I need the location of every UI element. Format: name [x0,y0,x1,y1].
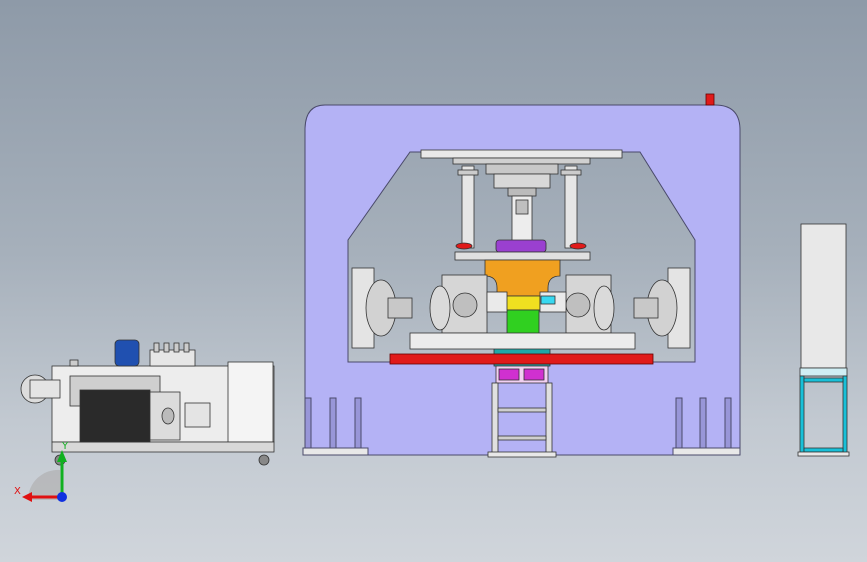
y-axis-label: Y [62,441,69,452]
emergency-stop-icon [705,93,715,106]
coordinate-triad [22,450,67,502]
red-base-plate [389,353,654,365]
hydraulic-unit [20,339,275,466]
y-axis-arrow-icon [57,450,67,462]
z-axis-dot-icon [57,492,67,502]
control-cabinet [797,223,850,457]
x-axis-arrow-icon [22,492,32,502]
side-chucks [351,267,691,350]
x-axis-label: X [14,486,21,497]
central-fixture [441,259,612,367]
crosshead [420,149,623,261]
portal-frame [302,104,741,456]
front-stand [487,365,557,458]
